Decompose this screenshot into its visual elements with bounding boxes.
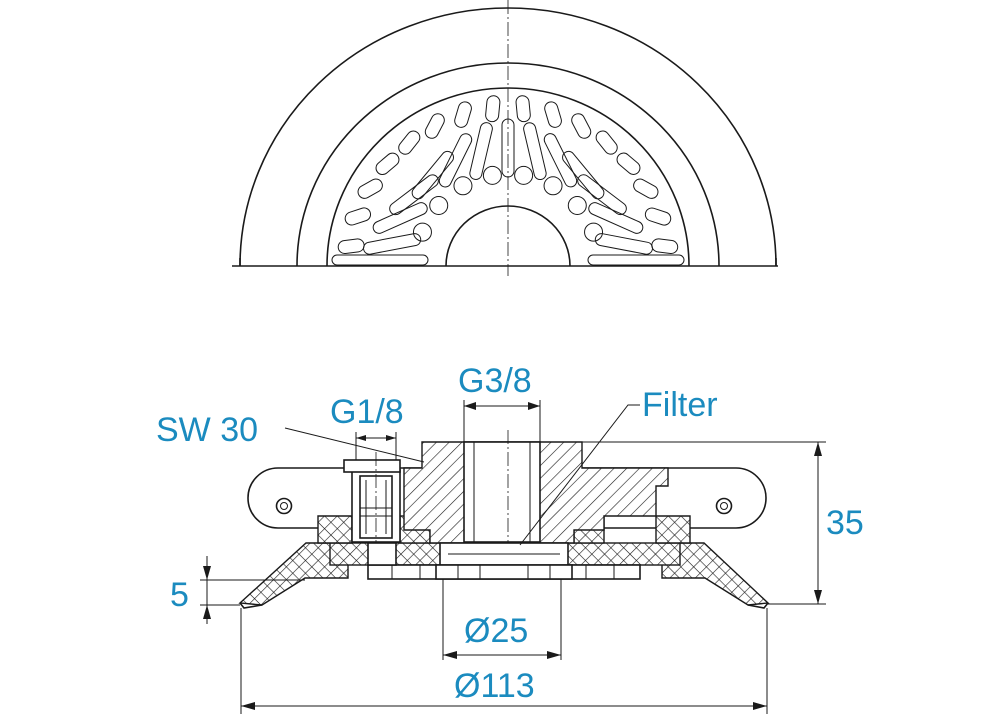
outer-slot xyxy=(375,152,400,176)
radial-slot xyxy=(501,118,515,178)
bottom-left-slot xyxy=(331,254,429,266)
radial-slot xyxy=(363,233,422,255)
labels: SW 30 G1/8 G3/8 Filter 35 5 Ø25 Ø113 xyxy=(156,362,864,705)
lip-label: 5 xyxy=(170,576,189,614)
outer-slot xyxy=(633,178,659,199)
right-ear-hole xyxy=(715,497,733,515)
outer-slot xyxy=(344,207,372,226)
outer-slot xyxy=(595,130,618,155)
d25-label: Ø25 xyxy=(464,612,528,650)
sw-label: SW 30 xyxy=(156,411,258,449)
radial-slot xyxy=(543,133,578,188)
hub-arc xyxy=(445,205,571,267)
dimensions xyxy=(200,400,826,714)
round-hole xyxy=(453,176,473,196)
round-hole xyxy=(514,165,534,185)
outer-slot xyxy=(571,113,592,139)
left-step xyxy=(317,515,353,544)
outer-slot xyxy=(357,178,383,199)
outer-slot xyxy=(616,152,641,175)
radial-slot xyxy=(562,150,605,200)
outer-slot xyxy=(424,113,445,139)
radial-slot xyxy=(438,133,473,188)
radial-slot xyxy=(411,150,454,200)
d113-label: Ø113 xyxy=(454,667,535,705)
round-hole xyxy=(429,195,449,215)
outer-slot xyxy=(454,101,472,128)
round-hole xyxy=(567,195,587,215)
outer-slot xyxy=(337,238,365,255)
right-step xyxy=(655,515,691,544)
radial-slot xyxy=(577,174,627,216)
section-view xyxy=(238,430,770,609)
height-label: 35 xyxy=(826,504,864,542)
outer-slot xyxy=(398,130,421,155)
g38-label: G3/8 xyxy=(458,362,532,400)
bottom-right-slot xyxy=(587,254,685,266)
outer-slot xyxy=(515,95,531,123)
radial-slot xyxy=(372,202,428,234)
filter-label: Filter xyxy=(642,386,718,424)
outer-rim-arc xyxy=(239,7,777,267)
suction-slot-pattern xyxy=(337,95,679,255)
top-view xyxy=(232,0,778,276)
inner-rim-arc xyxy=(296,62,720,267)
filter-leader xyxy=(519,404,640,546)
central-bore xyxy=(463,441,541,543)
outer-slot xyxy=(651,238,679,255)
round-hole xyxy=(482,165,502,185)
outer-slot xyxy=(644,207,672,226)
outer-slot xyxy=(544,101,562,128)
lip-bottom-right xyxy=(747,602,769,609)
radial-slot xyxy=(588,202,644,234)
radial-slot xyxy=(594,233,654,255)
outer-slot xyxy=(485,95,501,123)
radial-slot xyxy=(523,122,547,181)
radial-slot xyxy=(389,174,439,216)
radial-slot xyxy=(469,122,493,180)
round-hole xyxy=(412,222,432,242)
g18-label: G1/8 xyxy=(330,393,404,431)
left-ear-hole xyxy=(275,497,293,515)
lip-bottom-left xyxy=(239,602,263,609)
sw-leader xyxy=(284,427,425,463)
round-hole xyxy=(584,222,604,242)
round-hole xyxy=(543,176,563,196)
pattern-boundary-arc xyxy=(326,87,690,267)
